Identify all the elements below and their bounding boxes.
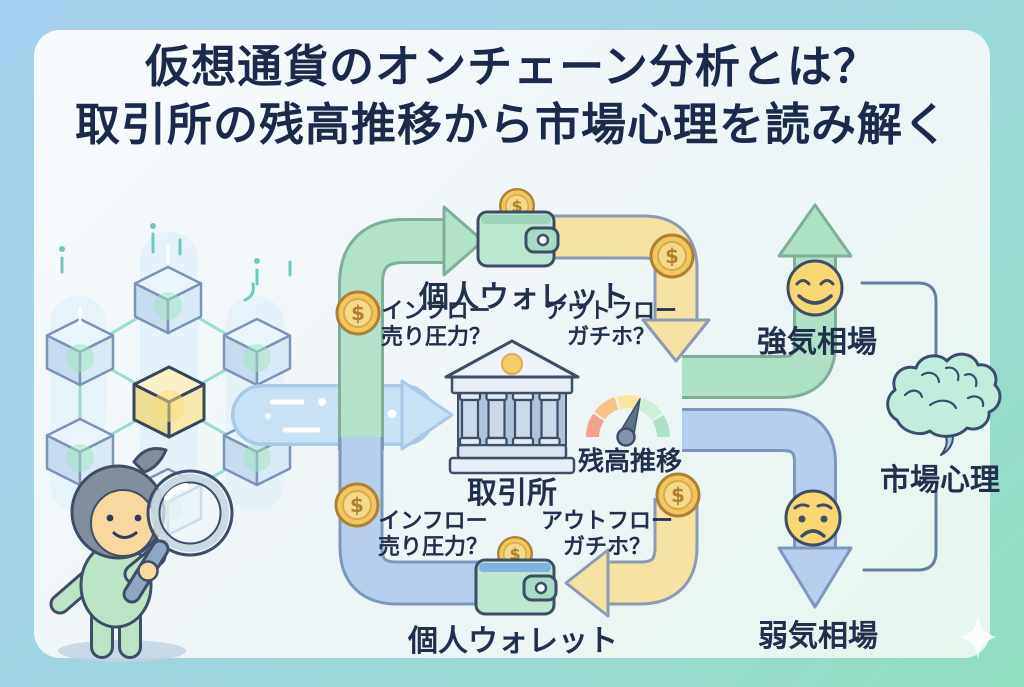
cube-icon — [45, 417, 115, 487]
exchange-label: 取引所 — [467, 476, 557, 511]
coin-icon — [334, 482, 380, 528]
gauge-icon — [586, 395, 670, 447]
outflow-label-top: アウトフロー ガチホ？ — [545, 299, 677, 351]
bank-columns — [458, 391, 561, 447]
inflow-line-1: インフロー — [378, 509, 488, 534]
title-line-1: 仮想通貨のオンチェーン分析とは？ — [145, 40, 879, 93]
happy-emoji-icon — [786, 259, 844, 317]
inflow-label-bottom: インフロー 売り圧力？ — [378, 509, 488, 561]
page-title: 仮想通貨のオンチェーン分析とは？ 取引所の残高推移から市場心理を読み解く — [0, 38, 1024, 154]
outflow-line-2: ガチホ？ — [562, 535, 652, 560]
wallet-rim — [479, 563, 551, 572]
brain-folds — [903, 366, 985, 410]
inflow-line-1: インフロー — [381, 299, 491, 324]
blue-arrow-bear — [682, 408, 853, 609]
brain-icon — [886, 352, 1002, 456]
connector-bull-to-brain — [860, 281, 938, 358]
blockchain-network-icon — [45, 223, 292, 537]
connector-bear-to-brain — [862, 490, 938, 572]
outflow-line-2: ガチホ？ — [566, 325, 656, 350]
bank-icon — [444, 339, 580, 475]
blue-band-to-wallet-bottom — [338, 437, 482, 606]
green-arrow-to-wallet-top — [338, 205, 485, 450]
balance-trend-label: 残高推移 — [577, 447, 683, 477]
outflow-label-bottom: アウトフロー ガチホ？ — [541, 509, 673, 561]
hand — [137, 560, 159, 582]
inflow-line-2: 売り圧力？ — [377, 535, 489, 560]
inflow-label-top: インフロー 売り圧力？ — [381, 299, 491, 351]
yellow-arrow-to-wallet-bottom — [564, 498, 699, 618]
inflow-line-2: 売り圧力？ — [380, 325, 492, 350]
coin-icon — [335, 290, 381, 336]
outflow-line-1: アウトフロー — [544, 299, 678, 324]
title-line-2: 取引所の残高推移から市場心理を読み解く — [74, 98, 949, 151]
bull-market-label: 強気相場 — [757, 325, 877, 360]
wallet-rim — [481, 215, 551, 224]
wallet-icon-bottom — [474, 536, 558, 616]
analyst-character — [49, 447, 234, 662]
cube-icon — [133, 265, 203, 335]
worried-emoji-icon — [784, 489, 842, 547]
cube-icon-genesis — [132, 365, 206, 439]
data-sparks — [59, 223, 292, 326]
cube-icon — [45, 317, 115, 387]
sparkle-icon — [960, 614, 996, 660]
wallet-bottom-label: 個人ウォレット — [408, 624, 618, 659]
bear-market-label: 弱気相場 — [758, 619, 878, 654]
magnifying-glass-icon — [122, 469, 234, 604]
green-arrow-bull — [682, 203, 853, 399]
coin-icon — [649, 233, 695, 279]
wallet-top-label: 個人ウォレット — [419, 280, 629, 315]
bank-gold-medallion — [501, 353, 523, 375]
market-psychology-label: 市場心理 — [880, 463, 1000, 498]
wallet-icon-top — [476, 187, 560, 268]
face — [90, 489, 156, 557]
outflow-line-1: アウトフロー — [540, 509, 674, 534]
